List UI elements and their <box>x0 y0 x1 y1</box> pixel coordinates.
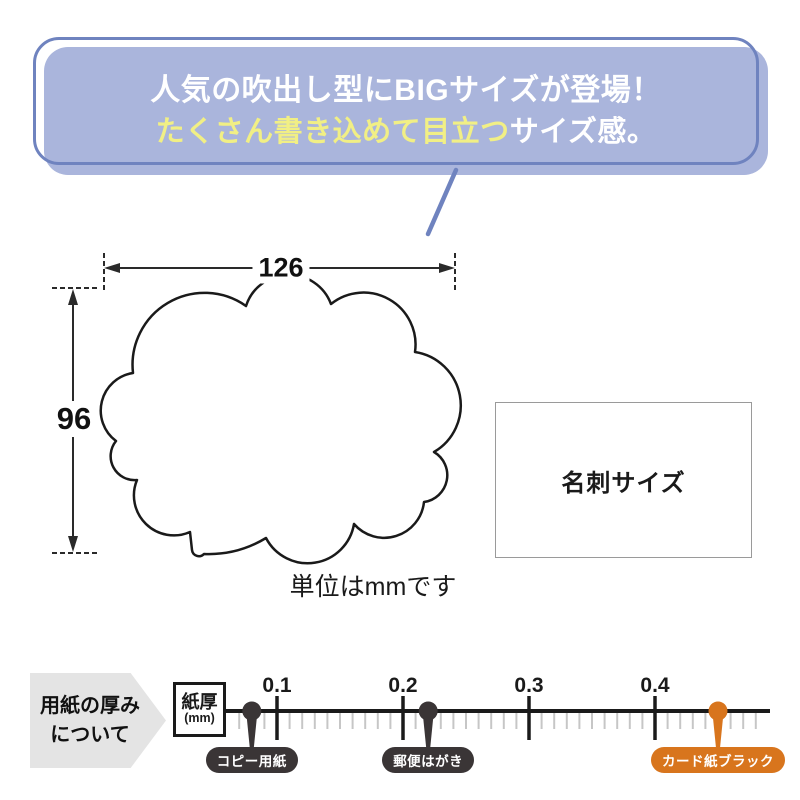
width-value: 126 <box>252 252 310 284</box>
height-value: 96 <box>50 401 98 437</box>
marker-label-pill: カード紙ブラック <box>651 747 785 773</box>
marker-pin-icon <box>423 718 434 748</box>
business-card-label: 名刺サイズ <box>561 469 686 497</box>
marker-label-pill: コピー用紙 <box>205 747 298 773</box>
ruler-tick-label: 0.1 <box>262 674 292 697</box>
thickness-section-title: 用紙の厚み について <box>40 692 156 750</box>
marker-pin-icon <box>246 718 257 748</box>
marker-dot-icon <box>708 701 728 721</box>
unit-note: 単位はmmです <box>289 573 457 601</box>
arrowhead-down-icon <box>68 536 78 552</box>
thickness-title-line2: について <box>50 723 130 746</box>
callout-tail-icon <box>425 167 459 237</box>
marker-dot-icon <box>242 701 262 721</box>
ruler-tick-label: 0.3 <box>514 674 543 697</box>
callout-line2-highlight: たくさん書き込めて目立つ <box>155 115 510 148</box>
marker-dot-icon <box>418 701 438 721</box>
unit-box-label: 紙厚 <box>181 692 218 713</box>
arrowhead-left-icon <box>104 263 120 273</box>
business-card-box: 名刺サイズ <box>495 402 752 558</box>
thickness-title-line1: 用紙の厚み <box>40 694 140 717</box>
thickness-section-arrow: 用紙の厚み について <box>30 673 166 768</box>
thickness-ruler: 0.1 0.2 0.3 0.4 <box>226 674 770 748</box>
arrowhead-right-icon <box>439 263 455 273</box>
callout-line2-rest: サイズ感。 <box>509 115 657 148</box>
callout-line1: 人気の吹出し型にBIGサイズが登場！ <box>150 73 662 107</box>
unit-box-unit: (mm) <box>184 711 215 726</box>
cloud-size-diagram <box>52 253 462 565</box>
ruler-tick-label: 0.4 <box>640 674 670 697</box>
marker-label-pill: 郵便はがき <box>382 747 475 773</box>
callout-bubble-border <box>33 37 759 165</box>
paper-thickness-unit-box: 紙厚 (mm) <box>173 682 226 737</box>
callout-bubble-fill <box>44 47 768 175</box>
callout-text: 人気の吹出し型にBIGサイズが登場！ たくさん書き込めて目立つサイズ感。 <box>44 47 768 175</box>
callout-line2: たくさん書き込めて目立つサイズ感。 <box>156 115 657 150</box>
arrowhead-up-icon <box>68 289 78 305</box>
marker-pin-icon <box>713 718 723 748</box>
ruler-tick-label: 0.2 <box>388 674 417 697</box>
cloud-shape <box>99 273 462 565</box>
